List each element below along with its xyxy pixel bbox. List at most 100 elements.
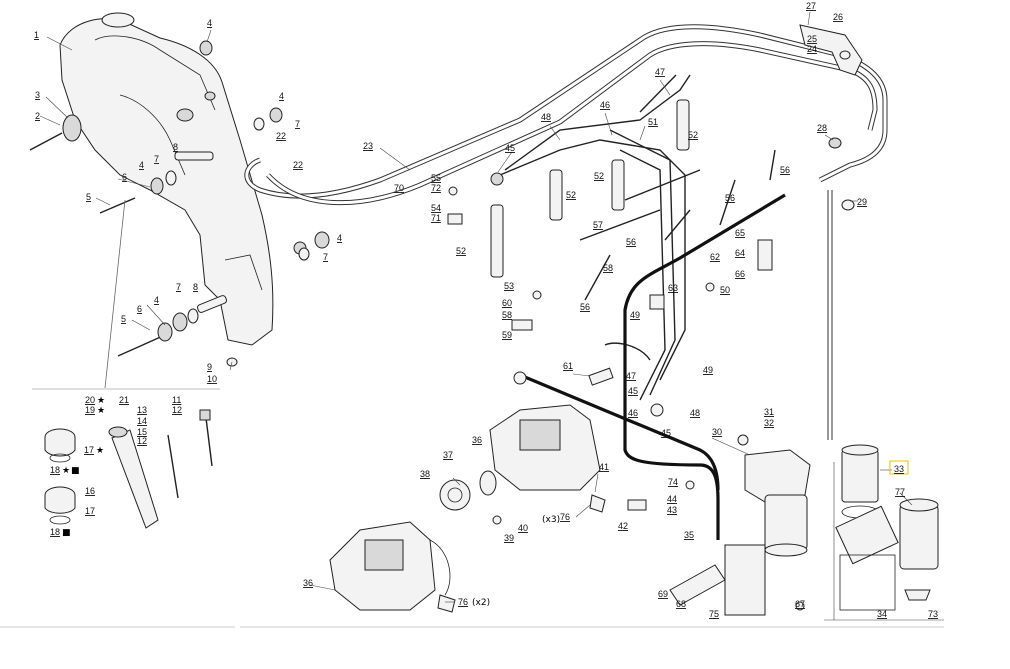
label-67[interactable]: 67 [795, 599, 805, 609]
label-59[interactable]: 59 [502, 330, 512, 340]
label-13[interactable]: 13 [137, 405, 147, 415]
label-41[interactable]: 41 [599, 462, 609, 472]
label-48[interactable]: 48 [541, 112, 551, 122]
label-52[interactable]: 52 [688, 130, 698, 140]
label-4[interactable]: 4 [279, 91, 284, 101]
label-21[interactable]: 21 [119, 395, 129, 405]
label-22[interactable]: 22 [276, 131, 286, 141]
label-49[interactable]: 49 [630, 310, 640, 320]
label-19[interactable]: 19 [85, 405, 95, 415]
label-20[interactable]: 20 [85, 395, 95, 405]
label-40[interactable]: 40 [518, 523, 528, 533]
label-60[interactable]: 60 [502, 298, 512, 308]
label-73[interactable]: 73 [928, 609, 938, 619]
label-56[interactable]: 56 [626, 237, 636, 247]
label-11[interactable]: 11 [172, 395, 181, 405]
label-77[interactable]: 77 [895, 487, 905, 497]
label-33[interactable]: 33 [894, 464, 904, 474]
label-2[interactable]: 2 [35, 111, 40, 121]
label-35[interactable]: 35 [684, 530, 694, 540]
label-75[interactable]: 75 [709, 609, 719, 619]
label-56[interactable]: 56 [780, 165, 790, 175]
label-8[interactable]: 8 [173, 142, 178, 152]
label-15[interactable]: 15 [137, 427, 147, 437]
label-37[interactable]: 37 [443, 450, 453, 460]
label-18[interactable]: 18 [50, 465, 60, 475]
label-45[interactable]: 45 [661, 428, 671, 438]
label-52[interactable]: 52 [594, 171, 604, 181]
label-4[interactable]: 4 [139, 160, 144, 170]
label-31[interactable]: 31 [764, 407, 774, 417]
label-51[interactable]: 51 [648, 117, 658, 127]
label-47[interactable]: 47 [655, 67, 665, 77]
label-12[interactable]: 12 [137, 436, 147, 446]
label-32[interactable]: 32 [764, 418, 774, 428]
label-68[interactable]: 68 [676, 599, 686, 609]
label-43[interactable]: 43 [667, 505, 677, 515]
label-47[interactable]: 47 [626, 371, 636, 381]
label-6[interactable]: 6 [122, 172, 127, 182]
label-36[interactable]: 36 [303, 578, 313, 588]
label-58[interactable]: 58 [603, 263, 613, 273]
label-49[interactable]: 49 [703, 365, 713, 375]
label-56[interactable]: 56 [580, 302, 590, 312]
label-4[interactable]: 4 [154, 295, 159, 305]
label-57[interactable]: 57 [593, 220, 603, 230]
label-38[interactable]: 38 [420, 469, 430, 479]
label-1[interactable]: 1 [34, 30, 39, 40]
label-62[interactable]: 62 [710, 252, 720, 262]
label-70[interactable]: 70 [394, 183, 404, 193]
label-63[interactable]: 63 [668, 283, 678, 293]
label-4[interactable]: 4 [337, 233, 342, 243]
label-71[interactable]: 71 [431, 213, 441, 223]
label-34[interactable]: 34 [877, 609, 887, 619]
label-44[interactable]: 44 [667, 494, 677, 504]
label-64[interactable]: 64 [735, 248, 745, 258]
label-61[interactable]: 61 [563, 361, 573, 371]
label-7[interactable]: 7 [176, 282, 181, 292]
label-52[interactable]: 52 [456, 246, 466, 256]
label-24[interactable]: 24 [807, 44, 817, 54]
label-7[interactable]: 7 [323, 252, 328, 262]
label-69[interactable]: 69 [658, 589, 668, 599]
label-54[interactable]: 54 [431, 203, 441, 213]
label-9[interactable]: 9 [207, 362, 212, 372]
label-42[interactable]: 42 [618, 521, 628, 531]
label-3[interactable]: 3 [35, 90, 40, 100]
label-25[interactable]: 25 [807, 34, 817, 44]
label-17[interactable]: 17 [85, 506, 95, 516]
label-26[interactable]: 26 [833, 12, 843, 22]
label-5[interactable]: 5 [86, 192, 91, 202]
label-65[interactable]: 65 [735, 228, 745, 238]
label-56[interactable]: 56 [725, 193, 735, 203]
label-48[interactable]: 48 [690, 408, 700, 418]
label-46[interactable]: 46 [600, 100, 610, 110]
label-52[interactable]: 52 [566, 190, 576, 200]
label-27[interactable]: 27 [806, 1, 816, 11]
label-18[interactable]: 18 [50, 527, 60, 537]
label-22[interactable]: 22 [293, 160, 303, 170]
label-4[interactable]: 4 [207, 18, 212, 28]
label-72[interactable]: 72 [431, 183, 441, 193]
label-55[interactable]: 55 [431, 173, 441, 183]
label-5[interactable]: 5 [121, 314, 126, 324]
label-6[interactable]: 6 [137, 304, 142, 314]
label-58[interactable]: 58 [502, 310, 512, 320]
label-29[interactable]: 29 [857, 197, 867, 207]
label-23[interactable]: 23 [363, 141, 373, 151]
label-53[interactable]: 53 [504, 281, 514, 291]
label-66[interactable]: 66 [735, 269, 745, 279]
label-8[interactable]: 8 [193, 282, 198, 292]
label-46[interactable]: 46 [628, 408, 638, 418]
label-12[interactable]: 12 [172, 405, 182, 415]
label-16[interactable]: 16 [85, 486, 95, 496]
label-17[interactable]: 17 [84, 445, 94, 455]
label-7[interactable]: 7 [295, 119, 300, 129]
label-74[interactable]: 74 [668, 477, 678, 487]
label-50[interactable]: 50 [720, 285, 730, 295]
label-7[interactable]: 7 [154, 154, 159, 164]
label-76[interactable]: 76 [458, 597, 468, 607]
label-10[interactable]: 10 [207, 374, 217, 384]
label-36[interactable]: 36 [472, 435, 482, 445]
label-76[interactable]: 76 [560, 512, 570, 522]
